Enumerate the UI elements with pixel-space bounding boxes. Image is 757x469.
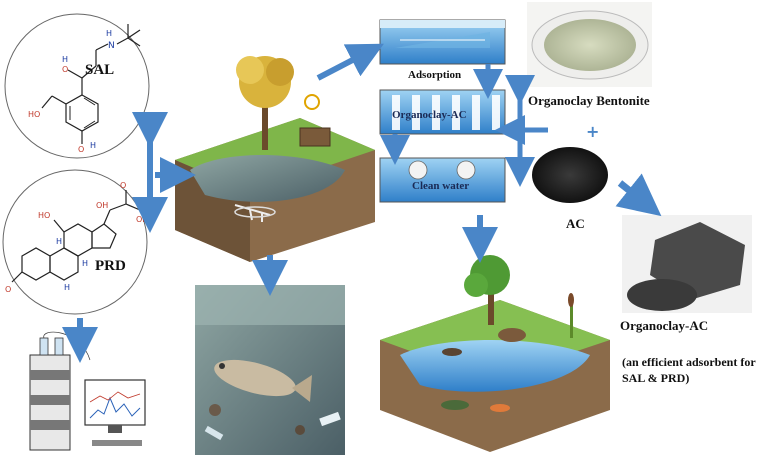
organoclay-ac-photo — [622, 215, 752, 313]
prd-atom-oh2: OH — [136, 215, 148, 224]
activated-carbon-photo — [532, 147, 608, 203]
ac-label: AC — [566, 216, 585, 231]
sal-atom-ho: HO — [28, 110, 40, 119]
prd-atom-oh1: OH — [96, 201, 108, 210]
prd-atom-o1: O — [5, 285, 11, 294]
sal-molecule-circle: N H O H HO O H — [4, 13, 150, 159]
polluted-landscape-illustration — [175, 56, 375, 262]
sal-atom-o2: O — [78, 145, 84, 154]
prd-atom-h3: H — [64, 283, 70, 292]
sal-atom-h2: H — [62, 55, 68, 64]
flow-arrows: + — [62, 43, 662, 363]
hplc-instrument-icon — [29, 331, 146, 451]
prd-molecule-circle: O HO O OH OH H H H — [2, 169, 148, 315]
sal-atom-h1: H — [106, 29, 112, 38]
organoclay-ac-column-label: Organoclay-AC — [392, 109, 467, 121]
adsorption-tank-top — [379, 19, 506, 65]
organoclay-bentonite-label: Organoclay Bentonite — [528, 93, 650, 108]
adsorption-label: Adsorption — [408, 69, 462, 81]
prd-label: PRD — [95, 258, 126, 274]
sal-atom-o1: O — [62, 65, 68, 74]
sal-atom-n: N — [108, 41, 115, 51]
prd-atom-h1: H — [56, 237, 62, 246]
polluted-river-photo — [195, 285, 345, 455]
clean-water-tank — [379, 157, 506, 203]
organoclay-bentonite-photo — [527, 2, 652, 87]
clean-landscape-illustration — [380, 255, 610, 452]
prd-atom-o2: O — [120, 181, 126, 190]
sal-label: SAL — [85, 62, 115, 78]
clean-water-label: Clean water — [412, 180, 470, 192]
prd-atom-h2: H — [82, 259, 88, 268]
organoclay-ac-result-title: Organoclay-AC — [620, 318, 709, 333]
organoclay-ac-result-note: (an efficient adsorbent for SAL & PRD) — [622, 355, 756, 385]
plus-sign: + — [586, 122, 599, 141]
sal-atom-h3: H — [90, 141, 96, 150]
prd-atom-ho: HO — [38, 211, 50, 220]
